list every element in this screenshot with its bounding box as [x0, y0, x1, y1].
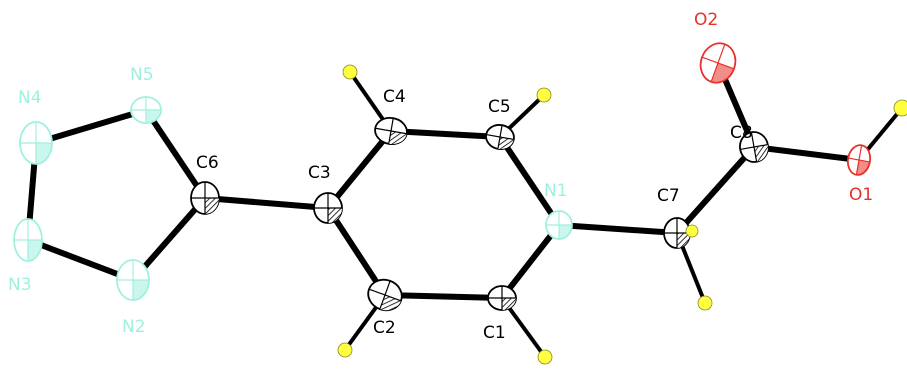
- bonds-layer: [25, 60, 904, 359]
- atom-label-N4: N4: [18, 88, 42, 108]
- atom-label-C1: C1: [483, 323, 506, 343]
- atom-label-C7: C7: [657, 186, 680, 206]
- bond-C4-C5: [388, 128, 503, 140]
- atom-C2: [367, 278, 403, 312]
- bond-C7-C8: [674, 144, 757, 236]
- bond-C8-O1: [751, 144, 862, 163]
- bond-N4-N5: [33, 107, 149, 146]
- bond-C3-C2: [325, 205, 388, 298]
- atom-N5: [130, 96, 162, 124]
- atom-label-C8: C8: [730, 123, 753, 143]
- atom-H1o: [893, 99, 907, 117]
- atom-C4: [374, 116, 408, 146]
- atom-label-C2: C2: [373, 318, 396, 338]
- atom-H7a: [685, 224, 699, 238]
- bond-C3-C4: [325, 128, 394, 211]
- atom-label-N2: N2: [122, 317, 146, 337]
- atom-label-C3: C3: [308, 163, 331, 183]
- bond-N5-C6: [143, 107, 208, 201]
- atom-label-N5: N5: [130, 65, 154, 85]
- atom-C5: [485, 124, 515, 150]
- atom-C3: [313, 192, 343, 224]
- bond-C5-N1: [497, 134, 562, 228]
- bond-N3-N2: [25, 237, 136, 283]
- atom-label-O2: O2: [694, 10, 718, 30]
- atom-H1: [537, 349, 553, 365]
- bond-N1-C7: [556, 222, 680, 236]
- atom-N1: [545, 210, 573, 240]
- bond-C2-C1: [382, 292, 505, 301]
- atom-O1: [846, 144, 872, 176]
- atom-label-C5: C5: [488, 97, 511, 117]
- atom-O2: [699, 42, 737, 84]
- atom-label-C6: C6: [196, 153, 219, 173]
- atom-H7b: [697, 295, 713, 311]
- atom-N2: [116, 259, 150, 301]
- atom-C6: [190, 181, 220, 215]
- atom-label-N1: N1: [544, 181, 568, 201]
- atoms-layer: [13, 42, 907, 365]
- bond-C6-C3: [202, 195, 331, 211]
- atom-C1: [487, 285, 517, 311]
- atom-N3: [13, 218, 43, 262]
- atom-label-N3: N3: [8, 275, 32, 295]
- atom-label-C4: C4: [383, 87, 406, 107]
- atom-N4: [19, 121, 53, 165]
- atom-H4: [342, 64, 358, 80]
- atom-H5: [536, 87, 552, 103]
- atom-C8: [739, 131, 769, 163]
- atom-label-O1: O1: [849, 185, 873, 205]
- atom-H2: [337, 342, 353, 358]
- bond-C1-N1: [499, 222, 562, 301]
